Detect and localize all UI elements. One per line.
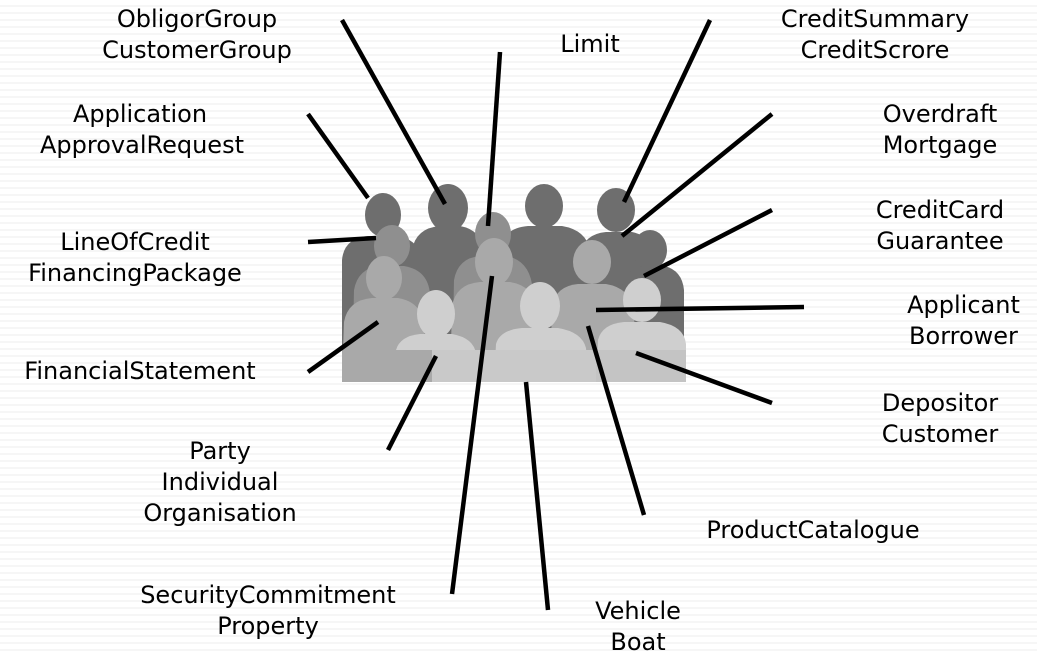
label-security: SecurityCommitment Property xyxy=(140,581,396,640)
label-depositor: Depositor Customer xyxy=(881,389,999,448)
leader-line-product-catalogue xyxy=(585,325,647,516)
label-line-of-credit: LineOfCredit FinancingPackage xyxy=(28,228,242,287)
label-vehicle: Vehicle Boat xyxy=(595,597,681,656)
label-applicant: Applicant Borrower xyxy=(907,291,1020,350)
label-overdraft: Overdraft Mortgage xyxy=(882,100,998,159)
label-party: Party Individual Organisation xyxy=(143,437,297,527)
leader-line-application xyxy=(306,112,370,200)
label-limit: Limit xyxy=(560,30,620,58)
leader-line-vehicle xyxy=(523,381,551,611)
leader-lines xyxy=(306,18,805,611)
leader-line-depositor xyxy=(635,350,773,406)
leader-line-financial-statement xyxy=(306,320,380,374)
people-crowd-icon xyxy=(342,184,686,382)
leader-line-obligor xyxy=(340,18,447,206)
label-credit-summary: CreditSummary CreditScrore xyxy=(780,5,970,64)
label-application: Application ApprovalRequest xyxy=(40,100,244,159)
leader-line-limit xyxy=(485,51,503,227)
label-obligor: ObligorGroup CustomerGroup xyxy=(102,5,292,64)
leader-line-line-of-credit xyxy=(307,235,377,245)
label-financial-statement: FinancialStatement xyxy=(24,357,256,385)
label-product-catalogue: ProductCatalogue xyxy=(706,516,920,544)
leader-line-party xyxy=(385,354,439,452)
leader-line-overdraft xyxy=(620,112,774,238)
leader-line-credit-summary xyxy=(621,19,713,203)
label-credit-card: CreditCard Guarantee xyxy=(875,196,1005,255)
leader-line-security xyxy=(449,275,495,595)
leader-line-applicant xyxy=(595,304,805,313)
leader-line-credit-card xyxy=(642,208,774,278)
